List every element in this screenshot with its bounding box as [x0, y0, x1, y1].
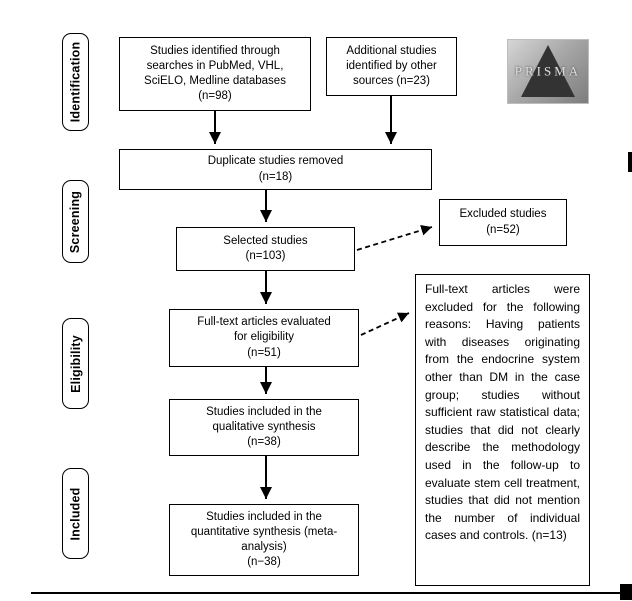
- stage-identification-label: Identification: [68, 41, 83, 123]
- box-duplicates-removed: Duplicate studies removed (n=18): [119, 149, 432, 190]
- border-artifact-right-tick: [628, 152, 632, 172]
- arrow-selected-to-excluded-dashed: [356, 225, 433, 251]
- stage-eligibility: Eligibility: [62, 318, 89, 409]
- prisma-logo: PRISMA: [507, 39, 589, 104]
- arrow-fulltext-to-reasons-dashed: [360, 312, 410, 336]
- box-other-sources: Additional studies identified by other s…: [326, 37, 457, 96]
- box-fulltext-exclusion-reasons: Full-text articles were excluded for the…: [415, 274, 590, 586]
- box-quantitative-synthesis: Studies included in the quantitative syn…: [169, 504, 359, 576]
- prisma-logo-triangle-icon: [521, 45, 575, 97]
- stage-included: Included: [62, 468, 89, 559]
- box-selected-studies: Selected studies (n=103): [176, 227, 355, 271]
- box-fulltext-evaluated: Full-text articles evaluated for eligibi…: [169, 309, 359, 367]
- stage-screening-label: Screening: [68, 190, 83, 253]
- stage-identification: Identification: [62, 33, 89, 131]
- border-artifact-bottom: [31, 592, 629, 594]
- border-artifact-corner: [620, 584, 632, 600]
- stage-eligibility-label: Eligibility: [68, 334, 83, 393]
- box-database-search: Studies identified through searches in P…: [119, 37, 311, 111]
- stage-included-label: Included: [68, 487, 83, 540]
- prisma-logo-text: PRISMA: [514, 63, 582, 79]
- box-qualitative-synthesis: Studies included in the qualitative synt…: [169, 399, 359, 456]
- stage-screening: Screening: [62, 180, 89, 263]
- box-excluded-studies: Excluded studies (n=52): [439, 199, 567, 246]
